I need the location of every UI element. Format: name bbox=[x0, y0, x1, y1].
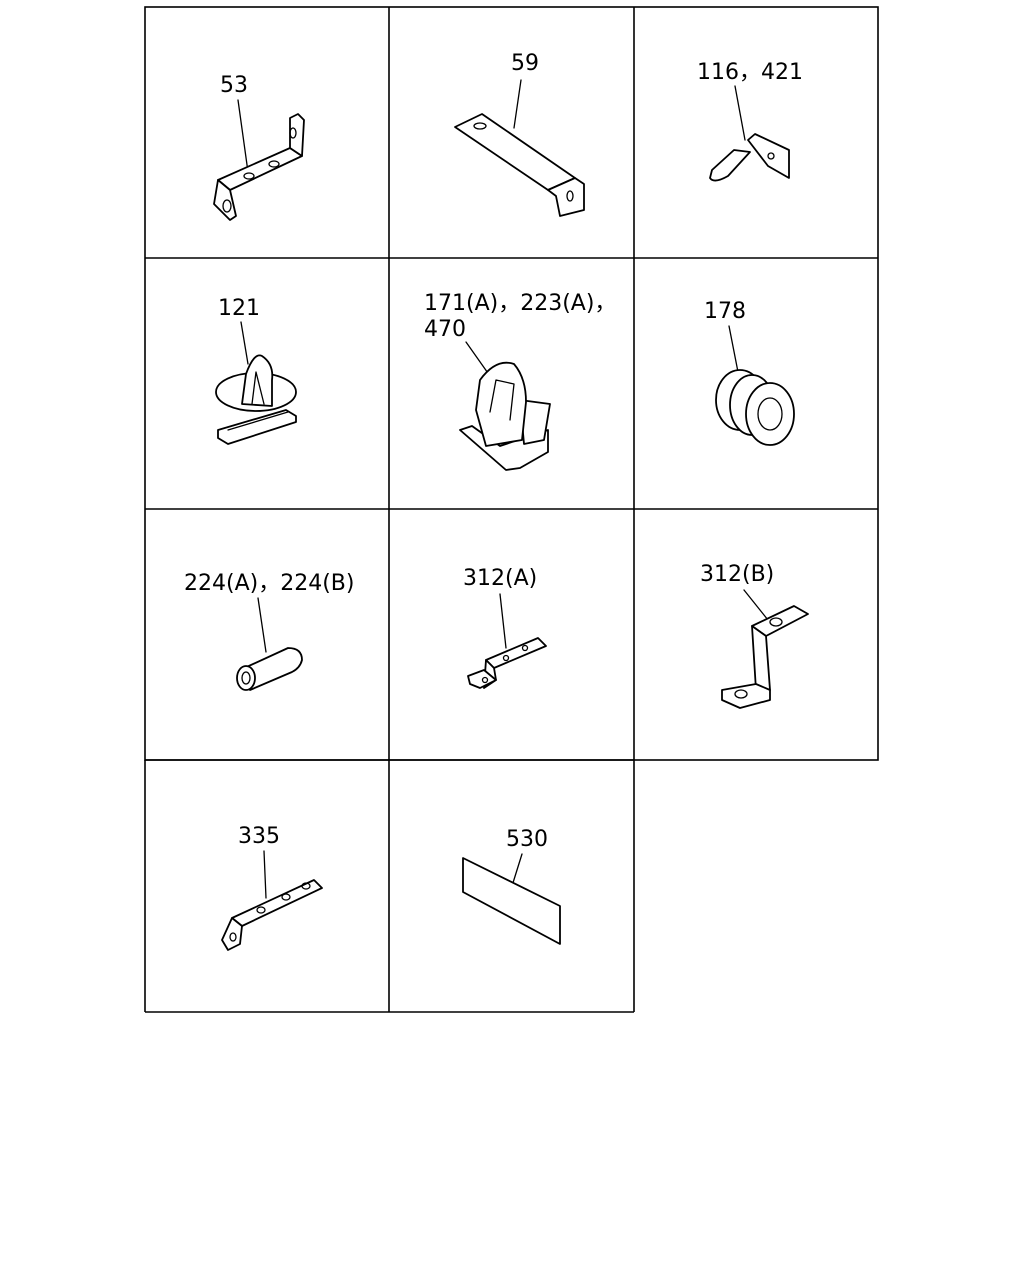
part-121: 121 bbox=[215, 296, 297, 445]
part-171-223-470: 171(A)，223(A)， 470 bbox=[424, 291, 616, 471]
leader-line-312b bbox=[743, 589, 769, 621]
parts-grid bbox=[144, 6, 879, 1013]
part-178: 178 bbox=[704, 299, 795, 446]
leader-line-59 bbox=[513, 79, 522, 129]
part-label-116-421: 116，421 bbox=[697, 60, 803, 85]
part-label-59: 59 bbox=[511, 51, 539, 76]
part-116-421: 116，421 bbox=[697, 60, 803, 182]
part-53: 53 bbox=[213, 73, 305, 221]
part-530: 530 bbox=[462, 827, 561, 945]
part-312b: 312(B) bbox=[700, 562, 809, 709]
part-label-335: 335 bbox=[238, 824, 280, 849]
leader-line-121 bbox=[240, 321, 249, 365]
part-label-224: 224(A)，224(B) bbox=[184, 571, 354, 596]
part-224: 224(A)，224(B) bbox=[184, 571, 354, 691]
leader-line-171 bbox=[465, 341, 491, 377]
part-label-178: 178 bbox=[704, 299, 746, 324]
leader-line-178 bbox=[728, 325, 739, 373]
part-label-53: 53 bbox=[220, 73, 248, 98]
part-335: 335 bbox=[221, 824, 323, 951]
part-label-312a: 312(A) bbox=[463, 566, 537, 591]
part-label-312b: 312(B) bbox=[700, 562, 774, 587]
leader-line-312a bbox=[499, 593, 507, 649]
part-312a: 312(A) bbox=[463, 566, 547, 689]
part-label-171-line2: 470 bbox=[424, 317, 466, 342]
leader-line-53 bbox=[237, 99, 249, 173]
part-label-171-line1: 171(A)，223(A)， bbox=[424, 291, 616, 316]
leader-line-530 bbox=[511, 853, 523, 887]
part-label-121: 121 bbox=[218, 296, 260, 321]
leader-line-335 bbox=[263, 850, 267, 899]
part-label-530: 530 bbox=[506, 827, 548, 852]
part-59: 59 bbox=[454, 51, 585, 217]
leader-line-116-421 bbox=[734, 85, 746, 141]
leader-line-224 bbox=[257, 597, 267, 653]
